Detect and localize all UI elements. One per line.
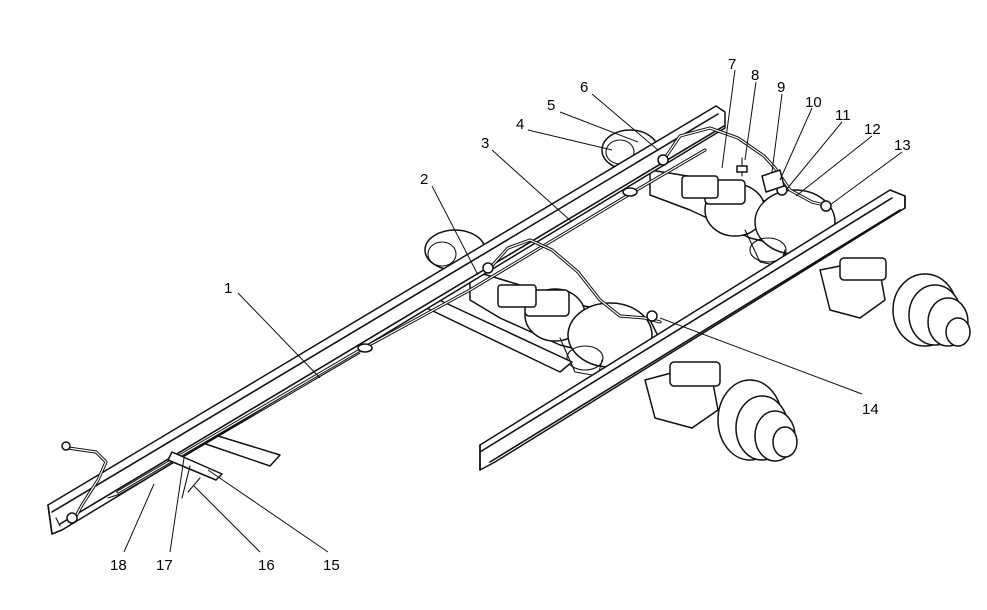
callout-3: 3 — [481, 135, 489, 152]
callout-5: 5 — [547, 97, 555, 114]
pipe-clip — [167, 451, 223, 499]
callout-14: 14 — [862, 401, 879, 418]
leader-lines — [123, 69, 903, 553]
callout-18: 18 — [110, 557, 127, 574]
front-axle-hose — [482, 238, 662, 324]
callout-7: 7 — [728, 56, 736, 73]
callout-15: 15 — [323, 557, 340, 574]
callout-9: 9 — [777, 79, 785, 96]
middle-axle — [424, 229, 798, 462]
callout-6: 6 — [580, 79, 588, 96]
callout-2: 2 — [420, 171, 428, 188]
callout-8: 8 — [751, 67, 759, 84]
callout-1: 1 — [224, 280, 232, 297]
callout-16: 16 — [258, 557, 275, 574]
callout-13: 13 — [894, 137, 911, 154]
rear-axle-hose — [657, 126, 832, 212]
callout-4: 4 — [516, 116, 524, 133]
callout-10: 10 — [805, 94, 822, 111]
callout-11: 11 — [835, 107, 851, 124]
callout-17: 17 — [156, 557, 173, 574]
callout-labels: 1 2 3 4 5 6 7 8 9 10 11 12 13 14 15 16 1… — [110, 56, 911, 574]
main-brake-pipe — [61, 148, 707, 524]
callout-12: 12 — [864, 121, 881, 138]
rear-axle — [601, 129, 971, 347]
